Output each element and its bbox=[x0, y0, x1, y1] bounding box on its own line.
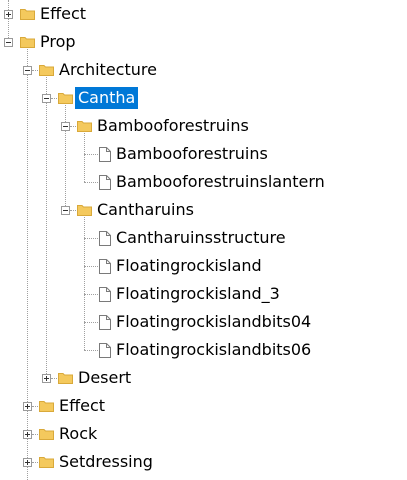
expand-plus-icon[interactable] bbox=[42, 374, 51, 383]
file-icon bbox=[99, 175, 111, 190]
tree-line bbox=[32, 462, 40, 463]
tree-item-label[interactable]: Prop bbox=[40, 32, 76, 51]
collapse-minus-icon[interactable] bbox=[42, 94, 51, 103]
tree-item-label[interactable]: Floatingrockislandbits04 bbox=[116, 312, 312, 331]
tree-item-label[interactable]: Effect bbox=[59, 396, 106, 415]
tree-item-floatingrockislandbits04[interactable]: Floatingrockislandbits04 bbox=[0, 308, 407, 336]
tree-item-label[interactable]: Setdressing bbox=[59, 452, 153, 471]
expand-plus-icon[interactable] bbox=[4, 10, 13, 19]
folder-icon bbox=[58, 93, 73, 104]
tree-line bbox=[8, 0, 9, 42]
folder-icon bbox=[39, 65, 54, 76]
tree-line bbox=[32, 70, 40, 71]
tree-line bbox=[84, 238, 98, 239]
collapse-minus-icon[interactable] bbox=[23, 66, 32, 75]
tree-item-prop[interactable]: Prop bbox=[0, 28, 407, 56]
tree-item-label[interactable]: Floatingrockisland bbox=[116, 256, 262, 275]
tree-line bbox=[84, 215, 85, 350]
collapse-minus-icon[interactable] bbox=[61, 122, 70, 131]
tree-item-label[interactable]: Architecture bbox=[59, 60, 157, 79]
tree-line bbox=[84, 350, 98, 351]
tree-item-bambooforestruinslantern[interactable]: Bambooforestruinslantern bbox=[0, 168, 407, 196]
expand-plus-icon[interactable] bbox=[23, 430, 32, 439]
tree-line bbox=[32, 406, 40, 407]
tree-line bbox=[51, 378, 59, 379]
tree-item-label[interactable]: Cantharuins bbox=[97, 200, 194, 219]
tree-item-label[interactable]: Bambooforestruins bbox=[116, 144, 268, 163]
tree-item-effect[interactable]: Effect bbox=[0, 0, 407, 28]
tree-line bbox=[84, 294, 98, 295]
folder-icon bbox=[39, 401, 54, 412]
tree-line bbox=[84, 131, 85, 182]
file-icon bbox=[99, 315, 111, 330]
tree-item-label[interactable]: Effect bbox=[40, 4, 87, 23]
file-icon bbox=[99, 343, 111, 358]
folder-icon bbox=[39, 457, 54, 468]
tree-item-label[interactable]: Desert bbox=[78, 368, 132, 387]
tree-item-architecture[interactable]: Architecture bbox=[0, 56, 407, 84]
tree-line bbox=[70, 210, 78, 211]
expand-plus-icon[interactable] bbox=[23, 402, 32, 411]
file-icon bbox=[99, 287, 111, 302]
tree-item-cantharuinsstructure[interactable]: Cantharuinsstructure bbox=[0, 224, 407, 252]
tree-item-label[interactable]: Rock bbox=[59, 424, 98, 443]
tree-line bbox=[84, 322, 98, 323]
tree-item-floatingrockislandbits06[interactable]: Floatingrockislandbits06 bbox=[0, 336, 407, 364]
tree-line bbox=[51, 98, 59, 99]
file-icon bbox=[99, 231, 111, 246]
folder-icon bbox=[77, 121, 92, 132]
file-icon bbox=[99, 147, 111, 162]
folder-icon bbox=[20, 37, 35, 48]
tree-item-floatingrockisland-3[interactable]: Floatingrockisland_3 bbox=[0, 280, 407, 308]
tree-line bbox=[27, 47, 28, 480]
folder-icon bbox=[20, 9, 35, 20]
tree-line bbox=[84, 154, 98, 155]
tree-item-setdressing[interactable]: Setdressing bbox=[0, 448, 407, 476]
tree-item-cantha[interactable]: Cantha bbox=[0, 84, 407, 112]
folder-icon bbox=[58, 373, 73, 384]
tree-item-label[interactable]: Bambooforestruins bbox=[97, 116, 249, 135]
collapse-minus-icon[interactable] bbox=[61, 206, 70, 215]
tree-item-prop-effect[interactable]: Effect bbox=[0, 392, 407, 420]
tree-item-rock[interactable]: Rock bbox=[0, 420, 407, 448]
tree-item-bambooforestruins-file[interactable]: Bambooforestruins bbox=[0, 140, 407, 168]
tree-item-cantharuins[interactable]: Cantharuins bbox=[0, 196, 407, 224]
tree-item-label[interactable]: Floatingrockislandbits06 bbox=[116, 340, 312, 359]
tree-item-floatingrockisland[interactable]: Floatingrockisland bbox=[0, 252, 407, 280]
tree-line bbox=[32, 434, 40, 435]
tree-line bbox=[46, 75, 47, 378]
collapse-minus-icon[interactable] bbox=[4, 38, 13, 47]
folder-icon bbox=[39, 429, 54, 440]
tree-item-label[interactable]: Floatingrockisland_3 bbox=[116, 284, 280, 303]
tree-item-label-selected[interactable]: Cantha bbox=[75, 87, 139, 109]
tree-item-label[interactable]: Bambooforestruinslantern bbox=[116, 172, 325, 191]
folder-icon bbox=[77, 205, 92, 216]
file-icon bbox=[99, 259, 111, 274]
tree-line bbox=[65, 103, 66, 210]
expand-plus-icon[interactable] bbox=[23, 458, 32, 467]
tree-line bbox=[84, 266, 98, 267]
tree-item-label[interactable]: Cantharuinsstructure bbox=[116, 228, 286, 247]
tree-item-bambooforestruins-folder[interactable]: Bambooforestruins bbox=[0, 112, 407, 140]
tree-item-desert[interactable]: Desert bbox=[0, 364, 407, 392]
tree-line bbox=[70, 126, 78, 127]
tree-line bbox=[84, 182, 98, 183]
